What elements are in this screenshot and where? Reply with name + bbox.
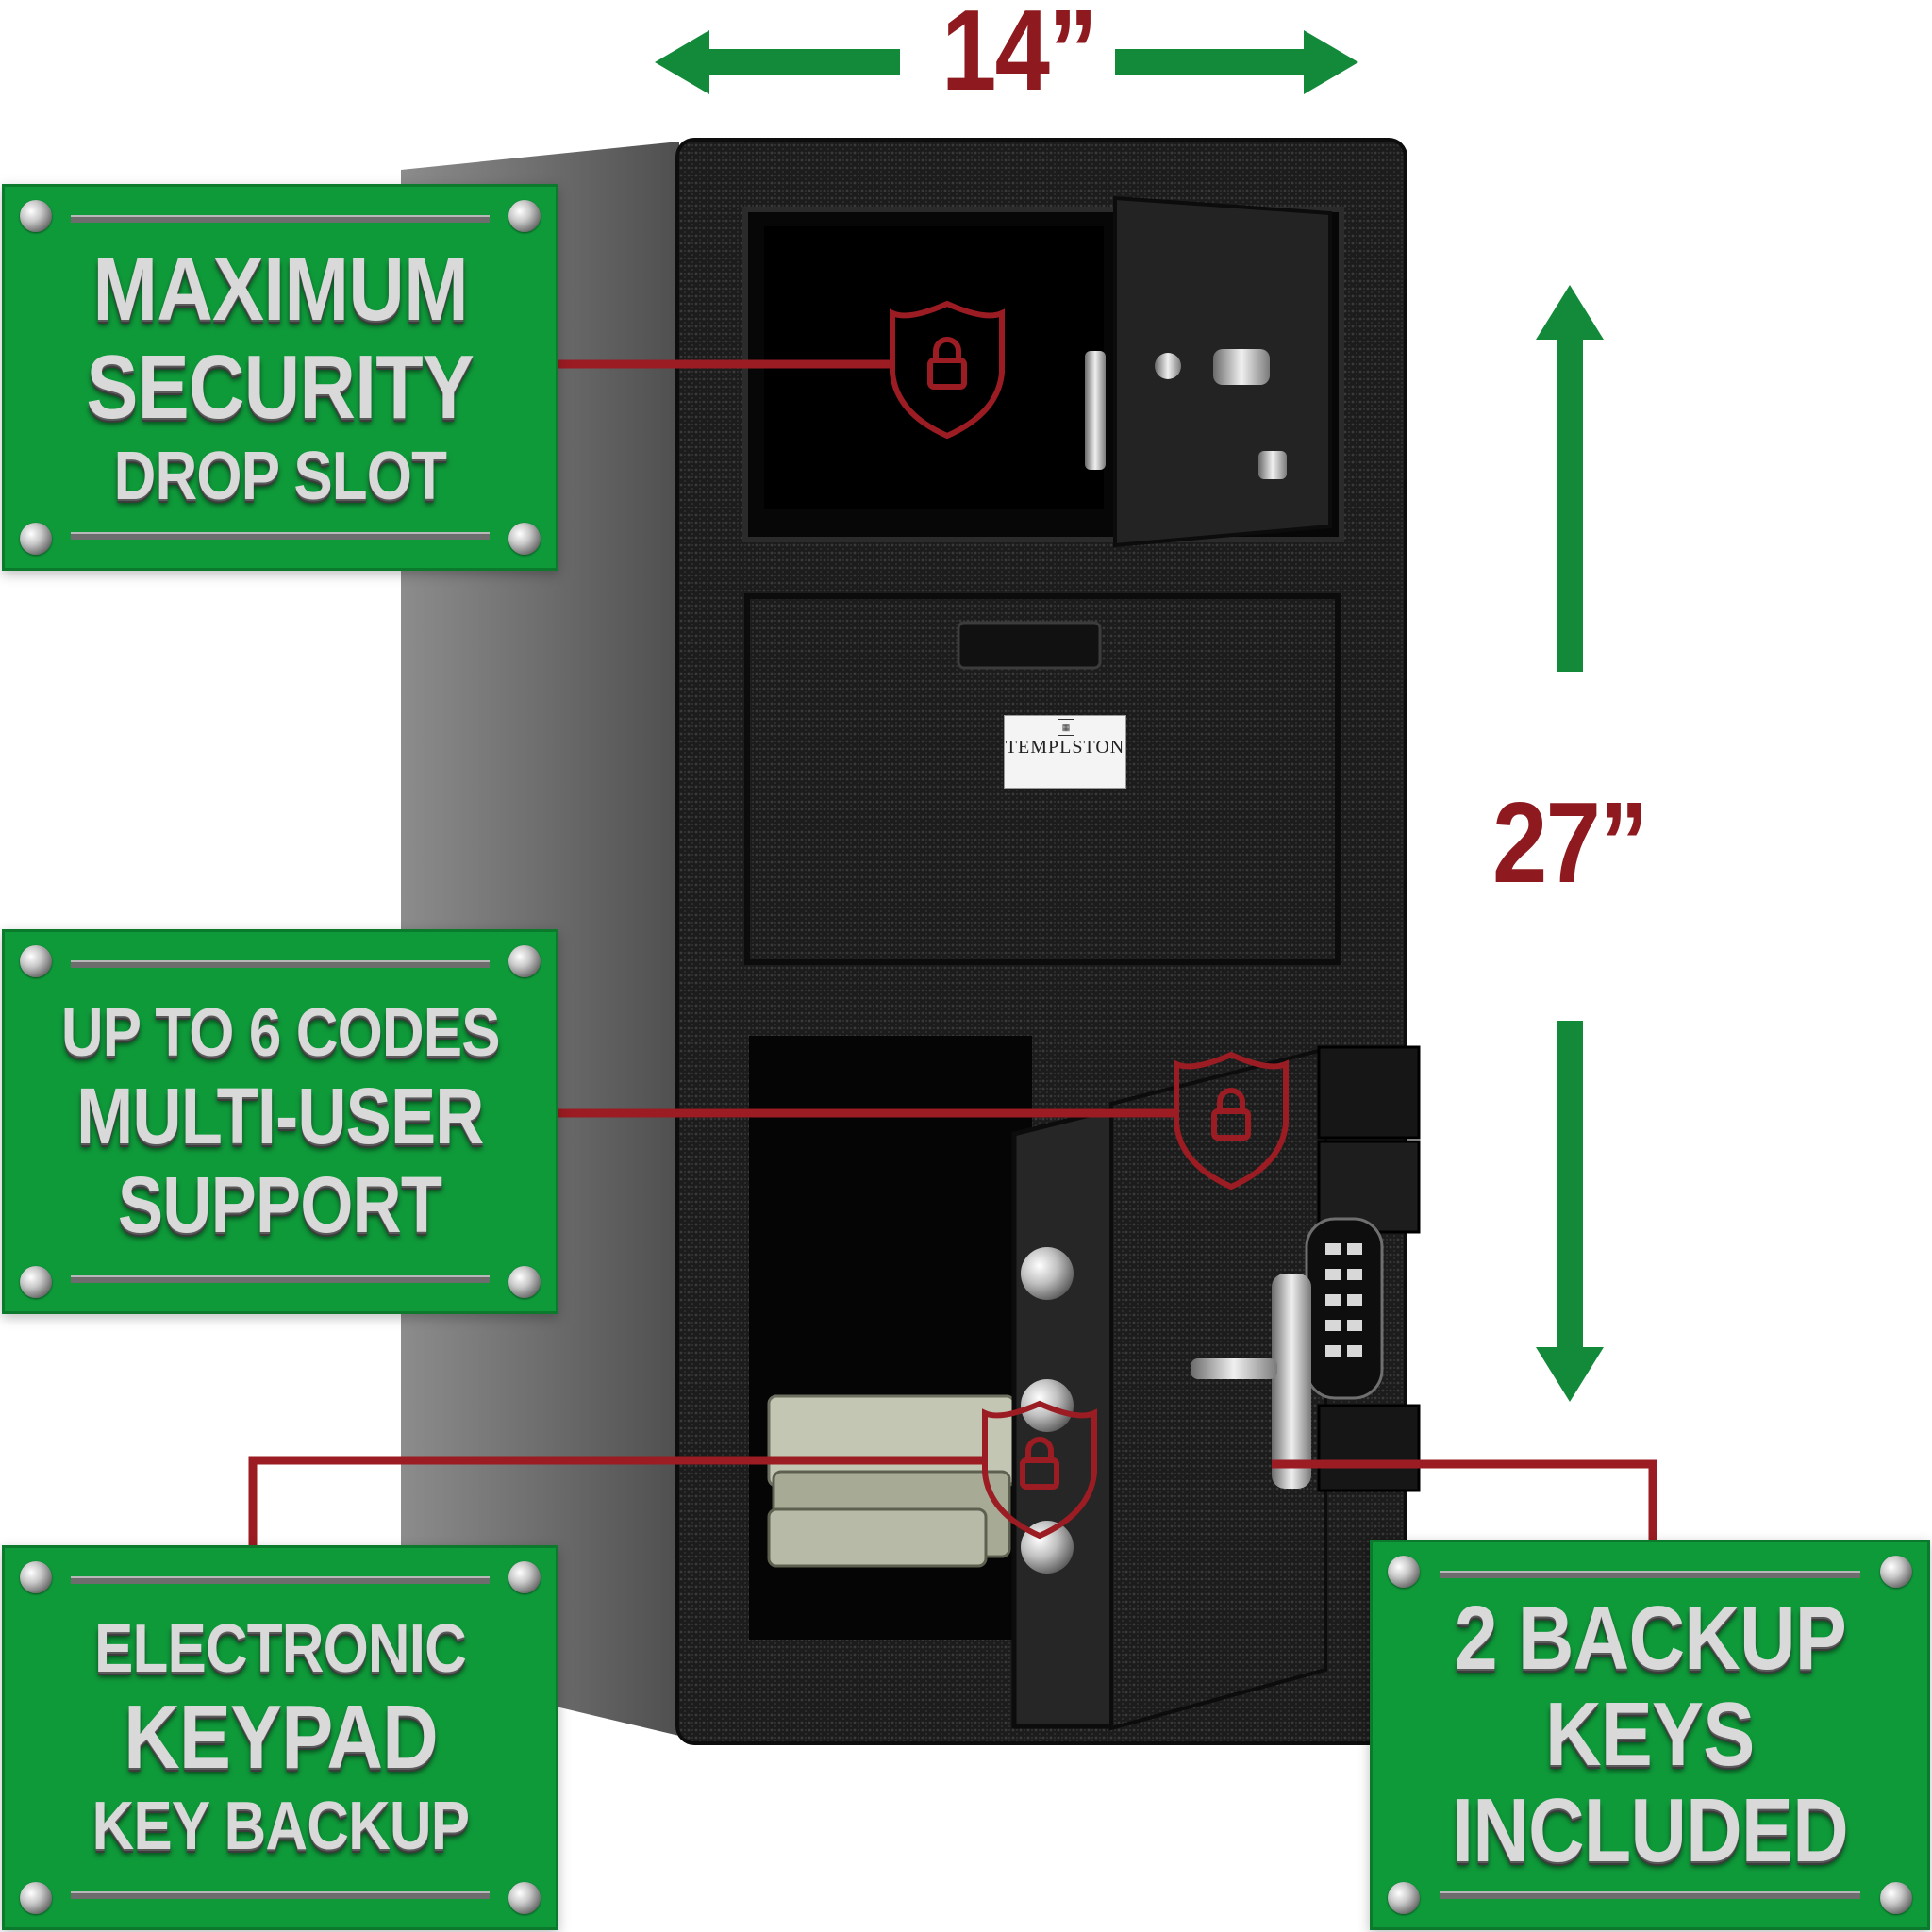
screw-icon [508,200,541,232]
callout-line: MULTI-USER [76,1072,484,1160]
drop-slot-key-icon [1213,349,1270,385]
callout-line: MAXIMUM [92,239,468,340]
brand-label: ▦ TEMPLSTON [1004,715,1126,789]
screw-icon [20,523,52,555]
callout-backup-keys: 2 BACKUP KEYS INCLUDED [1370,1540,1930,1930]
callout-line: SUPPORT [118,1160,442,1249]
callout-line: ELECTRONIC [94,1611,467,1687]
callout-line: KEYPAD [123,1687,439,1788]
door-handle [1272,1274,1311,1489]
divider [71,1576,490,1584]
callout-line: SECURITY [86,337,475,438]
hinge-bottom [1317,1404,1421,1492]
callout-line: 2 BACKUP [1454,1588,1846,1689]
screw-icon [20,1561,52,1593]
drop-slot-handle [1085,351,1106,470]
callout-line: KEY BACKUP [92,1789,470,1864]
callout-line: KEYS [1545,1684,1755,1785]
callout-keypad: ELECTRONIC KEYPAD KEY BACKUP [2,1545,558,1930]
shield-lock-icon [982,1400,1097,1540]
brand-name: TEMPLSTON [1005,737,1125,758]
callout-line: UP TO 6 CODES [60,995,501,1071]
width-arrow [655,30,1358,94]
screw-icon [508,945,541,977]
divider [71,215,490,223]
callout-codes: UP TO 6 CODES MULTI-USER SUPPORT [2,929,558,1314]
screw-icon [20,200,52,232]
callout-connectors [248,359,1657,1545]
divider [71,1275,490,1283]
brand-logo-icon: ▦ [1058,719,1074,736]
electronic-keypad [1305,1217,1384,1400]
height-dimension-label: 27” [1492,778,1649,907]
screw-icon [20,1266,52,1298]
screw-icon [508,523,541,555]
screw-icon [1388,1556,1420,1588]
screw-icon [20,1882,52,1914]
screw-icon [1880,1556,1912,1588]
screw-icon [508,1882,541,1914]
screw-icon [1388,1882,1420,1914]
screw-icon [1880,1882,1912,1914]
divider [71,1891,490,1899]
locking-bolt-1 [1021,1247,1074,1300]
callout-drop-slot: MAXIMUM SECURITY DROP SLOT [2,184,558,571]
screw-icon [508,1561,541,1593]
divider [71,532,490,540]
divider [1439,1891,1861,1899]
cash-stack [767,1394,1016,1568]
callout-line: DROP SLOT [113,439,447,514]
screw-icon [508,1266,541,1298]
screw-icon [20,945,52,977]
width-dimension-label: 14” [941,0,1098,114]
divider [71,960,490,968]
callout-line: INCLUDED [1452,1780,1849,1881]
shield-lock-icon [890,300,1005,440]
height-arrow [1536,285,1604,1402]
divider [1439,1571,1861,1578]
hinge-top [1317,1045,1421,1140]
drawer-pull [957,621,1102,670]
shield-lock-icon [1174,1051,1289,1191]
